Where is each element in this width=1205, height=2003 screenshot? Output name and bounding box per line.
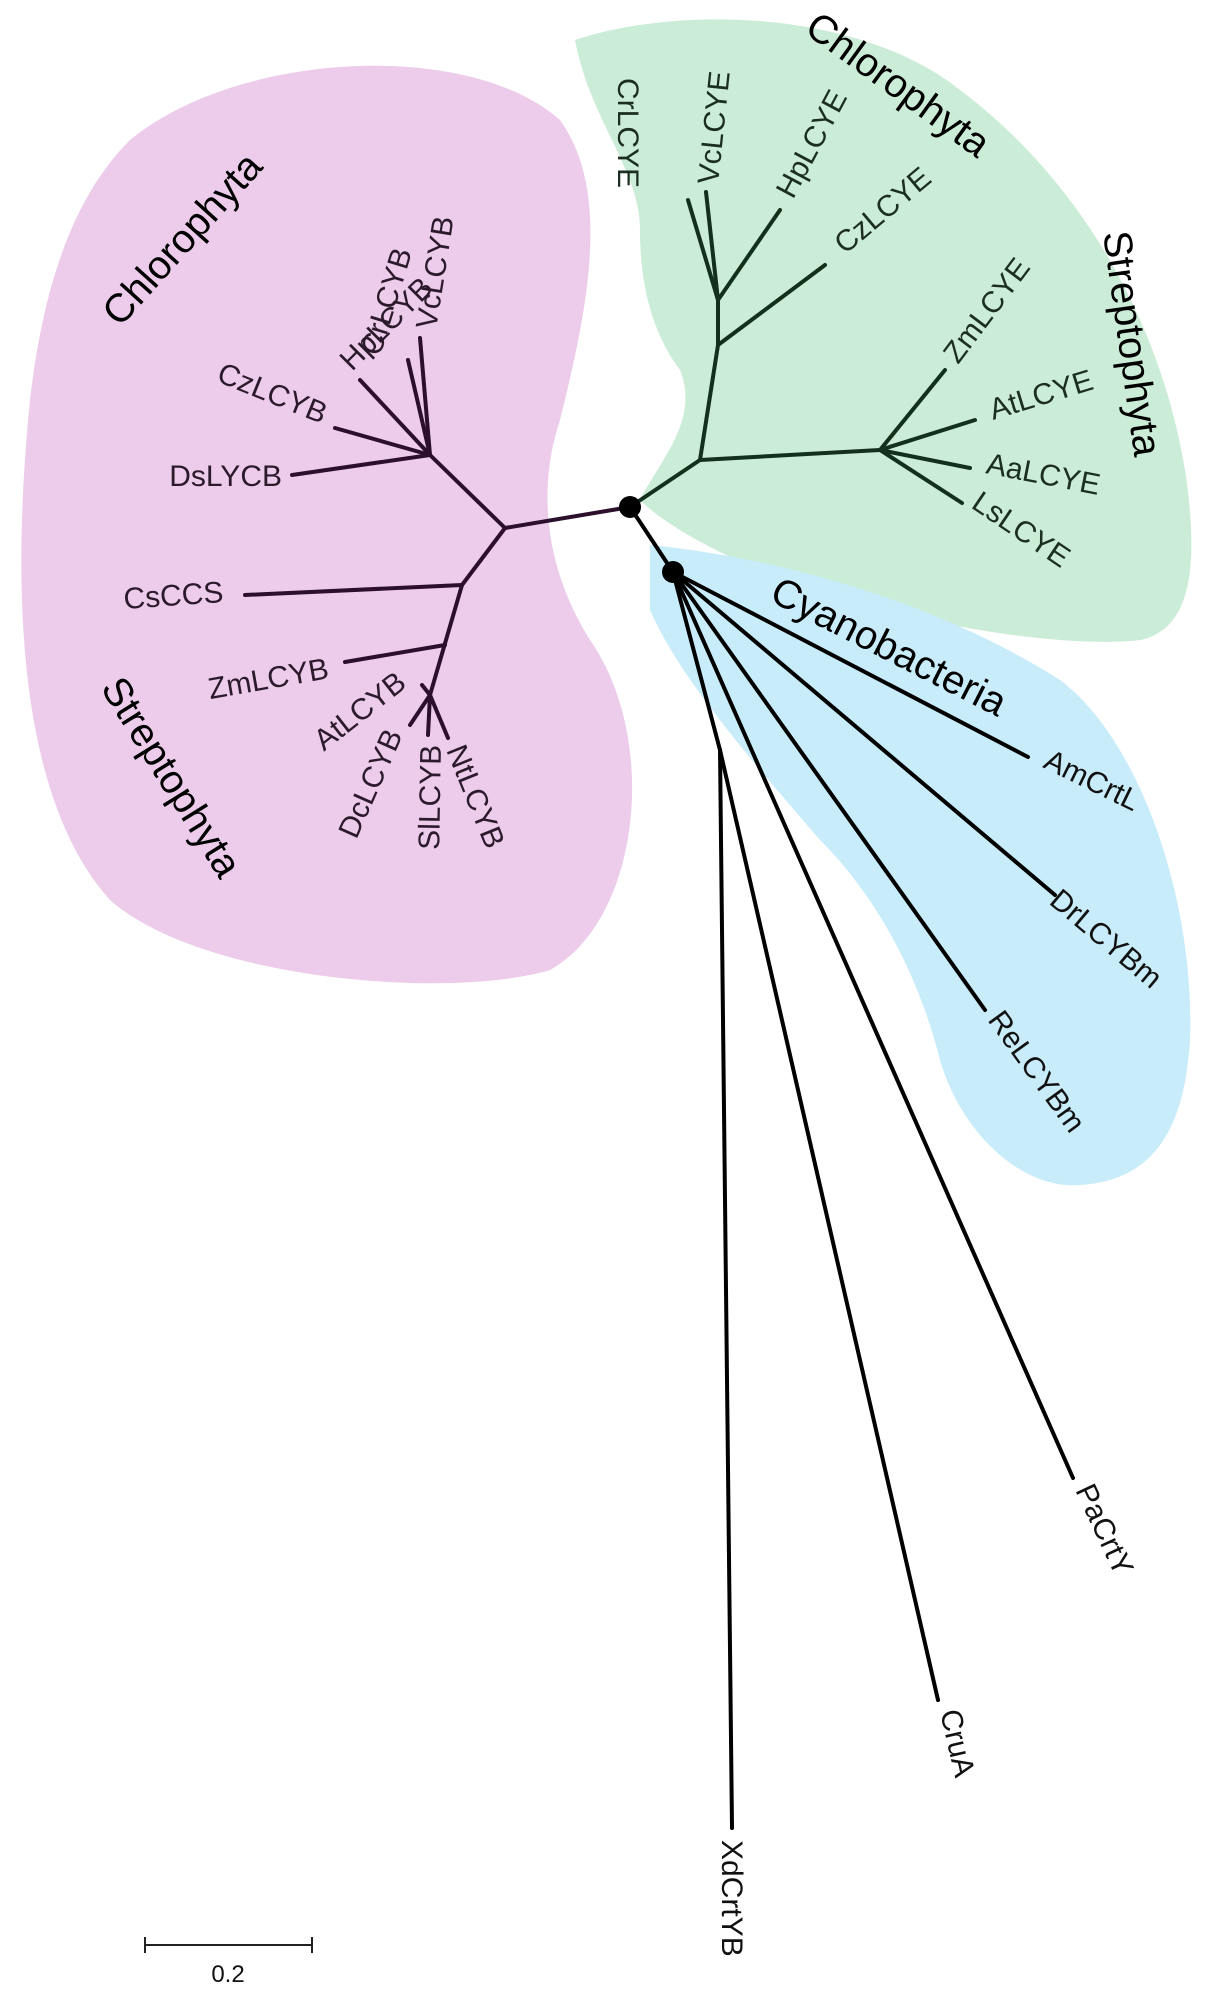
branch-pacrty — [671, 570, 1075, 1480]
branch-crua — [718, 748, 940, 1702]
branch-crlcye — [686, 198, 720, 302]
branch-dclcyb — [408, 693, 432, 727]
lcyb-clade-region — [21, 65, 633, 984]
branch-czlcyb — [333, 426, 432, 457]
leaf-label-dslycb: DsLYCB — [169, 460, 282, 493]
branch-lcyb-strepto-inner — [428, 583, 464, 697]
branch-aalcye — [878, 448, 972, 470]
lcye-clade-region — [575, 19, 1192, 642]
scale-bar: 0.2 — [144, 1937, 313, 1988]
branch-lcye-strepto — [698, 448, 882, 462]
scale-bar-label: 0.2 — [211, 1961, 244, 1988]
branch-zmlcyb — [343, 643, 447, 664]
leaf-label-csccs: CsCCS — [122, 576, 224, 616]
branch-root-cyano — [628, 505, 675, 574]
lcye-branches — [628, 190, 977, 509]
branch-xdcrtyb — [718, 748, 734, 1830]
branch-lcyb-strepto — [460, 526, 507, 587]
branch-atlcyb — [420, 683, 432, 697]
branch-amcrtl — [671, 570, 1030, 759]
branch-hplcyb — [358, 378, 432, 457]
branch-atlcye — [878, 418, 977, 452]
branch-dslycb — [290, 453, 432, 477]
branch-lslcye — [878, 448, 964, 505]
branch-czlcye — [716, 263, 827, 347]
cyanobacteria-clade-region — [650, 545, 1191, 1186]
node-marker-root — [619, 496, 641, 518]
branch-root-lcyb — [503, 505, 632, 530]
leaf-label-xdcrtyb: XdCrtYB — [715, 1840, 748, 1957]
branch-vclcyb — [418, 336, 432, 457]
lcyb-branches — [243, 336, 632, 740]
branch-crlcyb — [406, 358, 432, 457]
branch-drlcybm — [671, 570, 1057, 897]
leaf-label-pacrty: PaCrtY — [1069, 1479, 1140, 1581]
branch-ntlcyb — [428, 693, 450, 740]
branch-outgroup-inner — [671, 570, 722, 752]
branch-lcye-chloro — [698, 343, 720, 462]
branch-lcyb-chloro — [428, 453, 507, 530]
leaf-label-crua: CruA — [933, 1706, 981, 1780]
branch-hplcye — [716, 208, 782, 302]
branch-csccs — [243, 583, 464, 597]
branch-sllcyb — [426, 693, 432, 737]
node-marker-cyano — [662, 561, 684, 583]
branch-relcybm — [671, 570, 987, 1012]
leaf-label-sllcyb: SlLCYB — [413, 745, 448, 851]
outgroup-branches — [628, 505, 1075, 1830]
branch-root-lcye — [628, 458, 702, 509]
branch-vclcye — [704, 190, 720, 302]
branch-zmlcye — [878, 368, 947, 452]
leaf-label-crlcye: CrLCYE — [611, 78, 644, 188]
